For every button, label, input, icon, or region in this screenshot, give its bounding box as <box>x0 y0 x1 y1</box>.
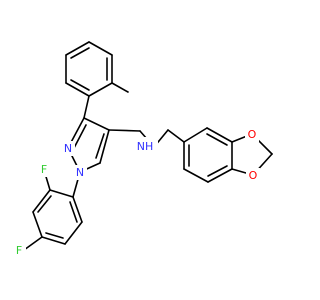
bond <box>49 189 74 198</box>
bond <box>41 236 66 245</box>
bond <box>183 168 209 183</box>
dioxole-oxygen-top-label: O <box>248 128 257 141</box>
bond <box>95 133 105 159</box>
bond <box>83 117 110 131</box>
bond <box>207 168 233 183</box>
pyrazole-nitrogen-2-label: N <box>64 142 72 155</box>
bond <box>73 124 87 149</box>
dioxole-oxygen-bottom-label: O <box>249 169 258 182</box>
bond <box>72 196 83 223</box>
bond <box>88 82 113 97</box>
bond <box>99 129 110 164</box>
bond <box>183 127 208 143</box>
bond <box>45 232 64 239</box>
bond <box>167 129 185 143</box>
bond <box>32 189 51 213</box>
bond <box>23 236 43 251</box>
para-fluorine-label: F <box>16 244 22 257</box>
bond <box>32 211 43 238</box>
bond <box>83 95 90 119</box>
pyrazole-nitrogen-1-label: N <box>76 166 84 179</box>
bond <box>206 127 233 143</box>
amine-nitrogen-label: NH <box>137 140 154 153</box>
bond <box>111 82 129 93</box>
bond <box>65 82 90 97</box>
bond <box>108 129 141 132</box>
bond <box>64 221 83 245</box>
bond <box>88 41 113 56</box>
bond <box>69 201 78 223</box>
bond <box>70 79 90 91</box>
atom-label-layer: NH N N F F O O <box>12 127 260 258</box>
bond <box>206 133 228 146</box>
bond <box>70 47 90 59</box>
bond <box>65 41 90 56</box>
bond <box>37 195 52 213</box>
molecule-structure-diagram: NH N N F F O O <box>12 41 273 258</box>
ortho-fluorine-label: F <box>41 163 47 176</box>
bond <box>207 165 228 177</box>
